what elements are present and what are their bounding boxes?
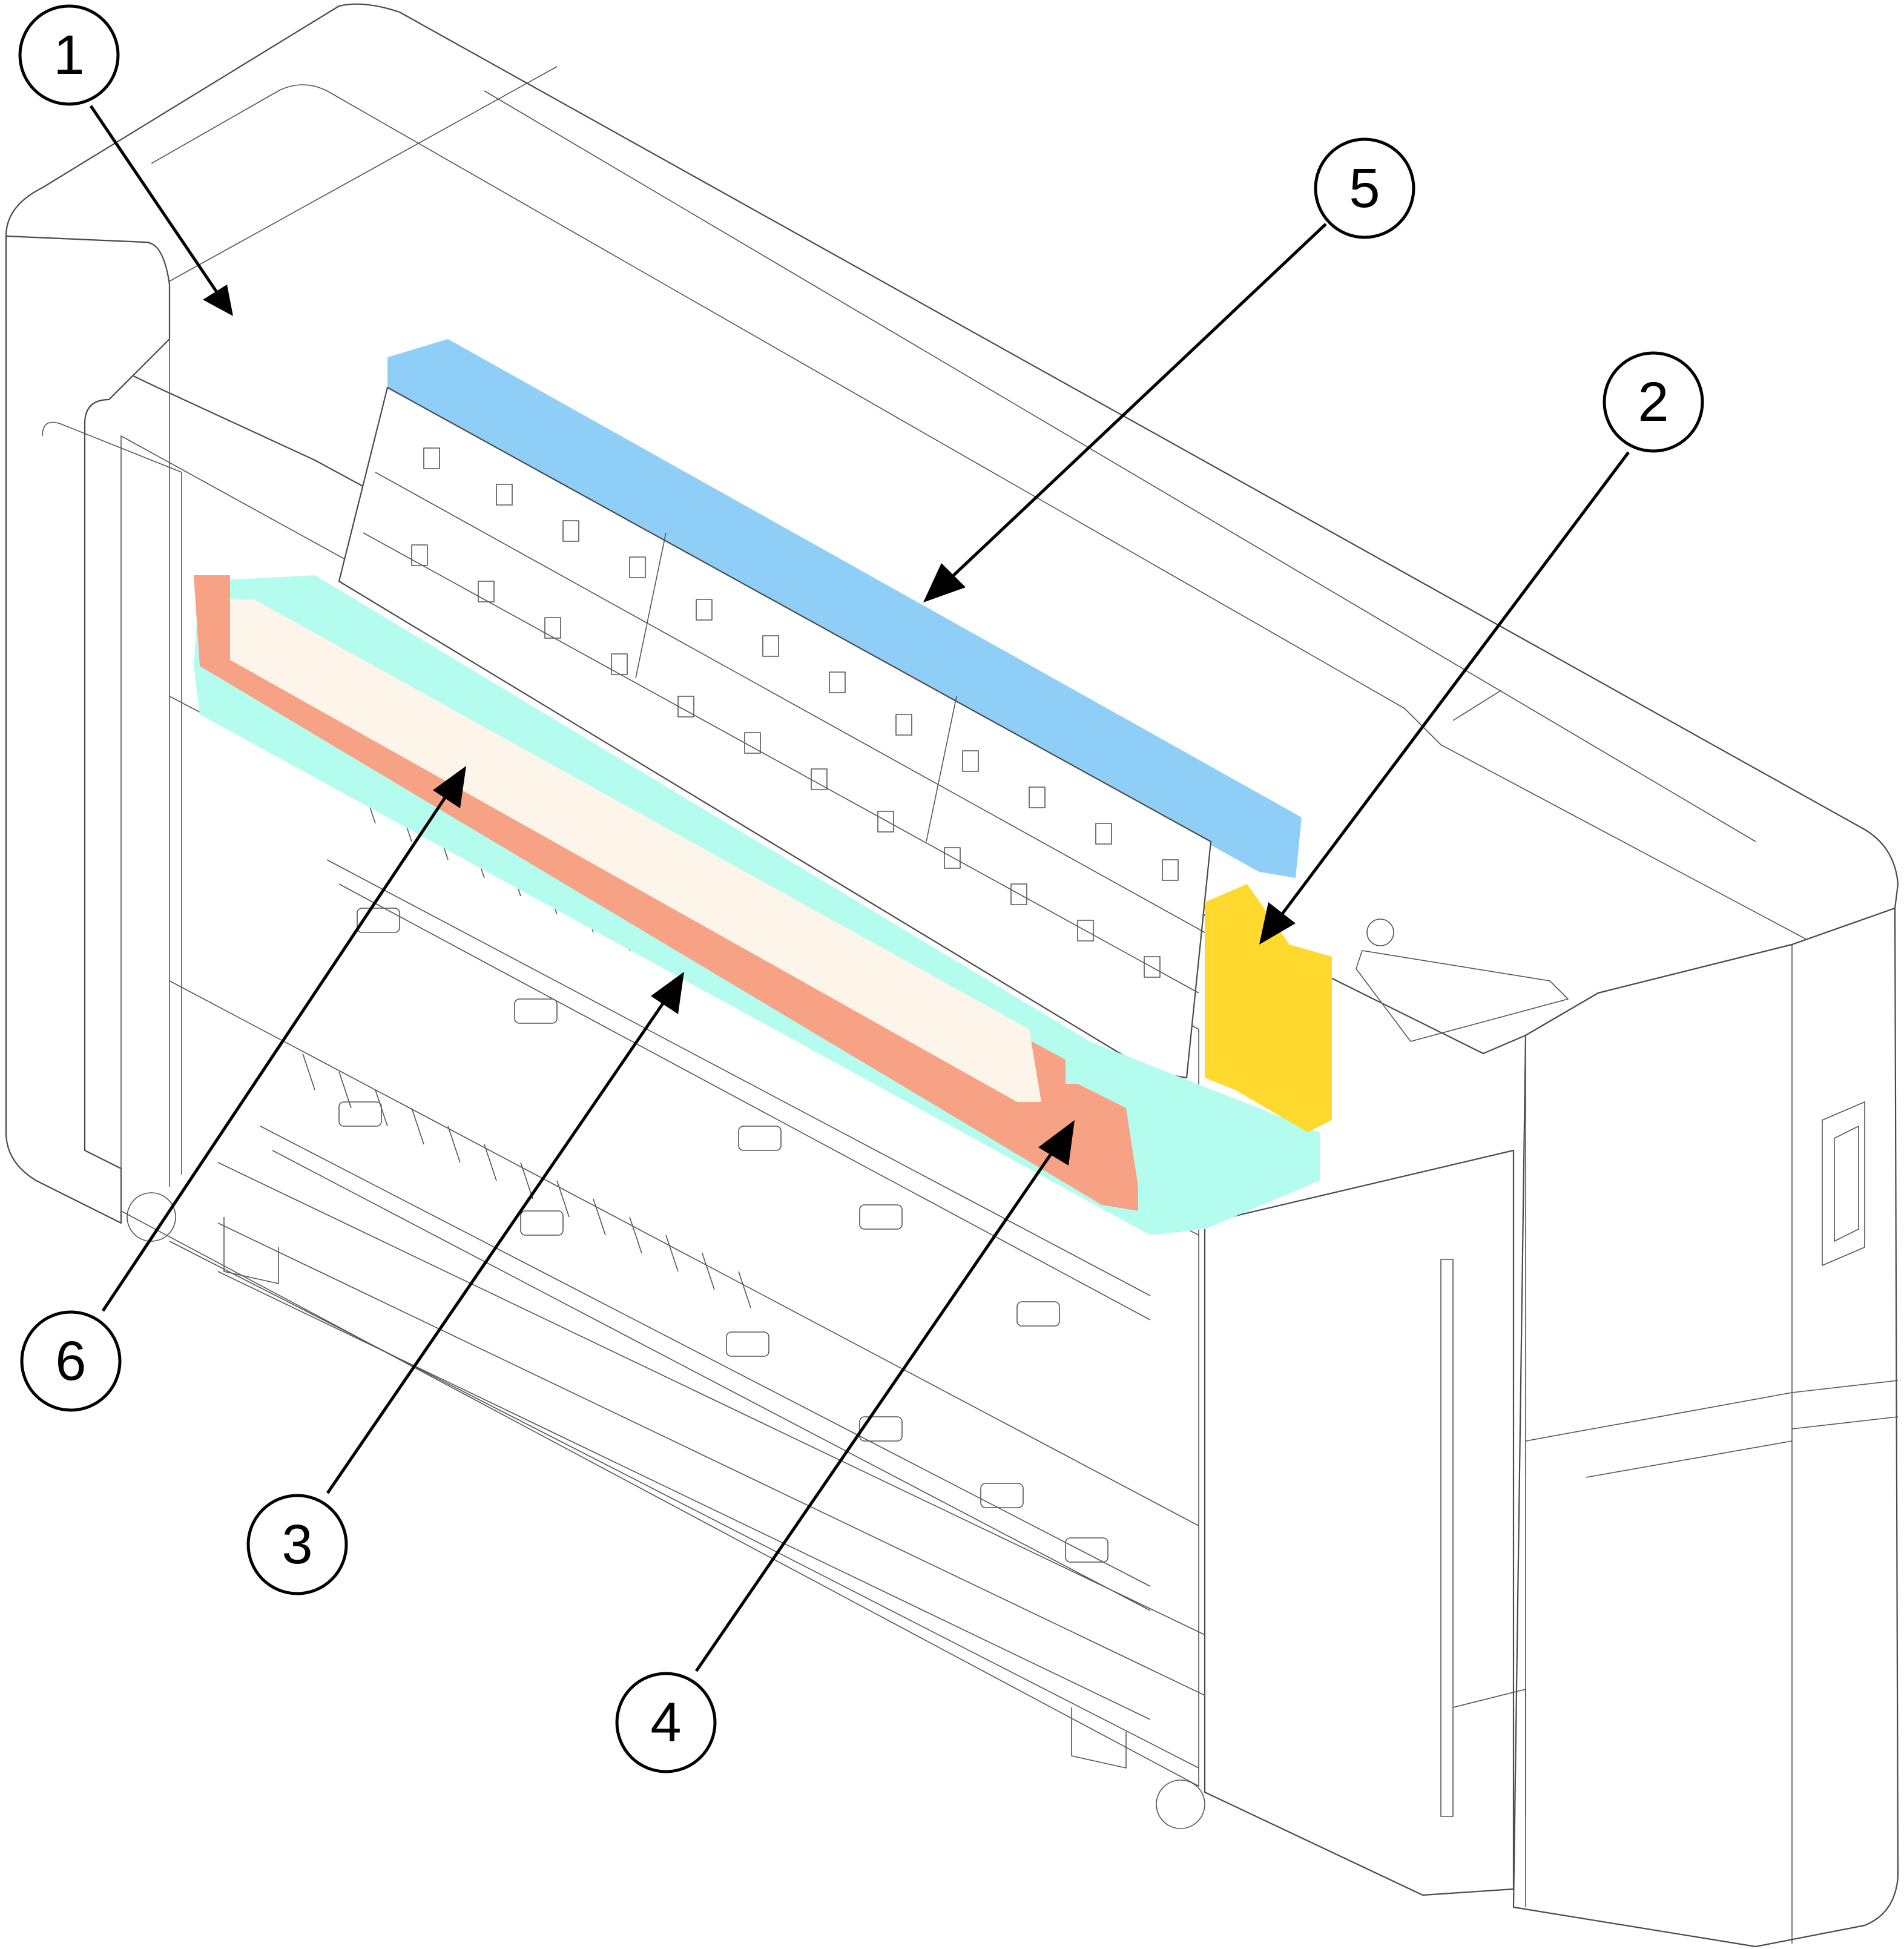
callout-2: 2 xyxy=(1259,351,1704,945)
finisher-cabinet xyxy=(5,3,1899,1948)
upper-guide-flap xyxy=(338,386,1212,1079)
callout-1-label: 1 xyxy=(53,24,84,86)
part-5-top-cover xyxy=(387,339,1302,878)
part-2-side-bracket xyxy=(1205,884,1332,1132)
callout-5: 5 xyxy=(923,137,1415,602)
part-6-inner-tray xyxy=(230,599,1041,1102)
callout-5-label: 5 xyxy=(1349,157,1380,219)
callout-6: 6 xyxy=(20,766,466,1412)
callout-6-label: 6 xyxy=(55,1330,86,1392)
callout-2-label: 2 xyxy=(1638,371,1668,433)
callout-4-label: 4 xyxy=(650,1692,681,1753)
callout-4: 4 xyxy=(615,1120,1075,1773)
callout-3: 3 xyxy=(246,972,684,1595)
callout-1: 1 xyxy=(18,4,233,316)
callout-3-label: 3 xyxy=(282,1514,312,1575)
